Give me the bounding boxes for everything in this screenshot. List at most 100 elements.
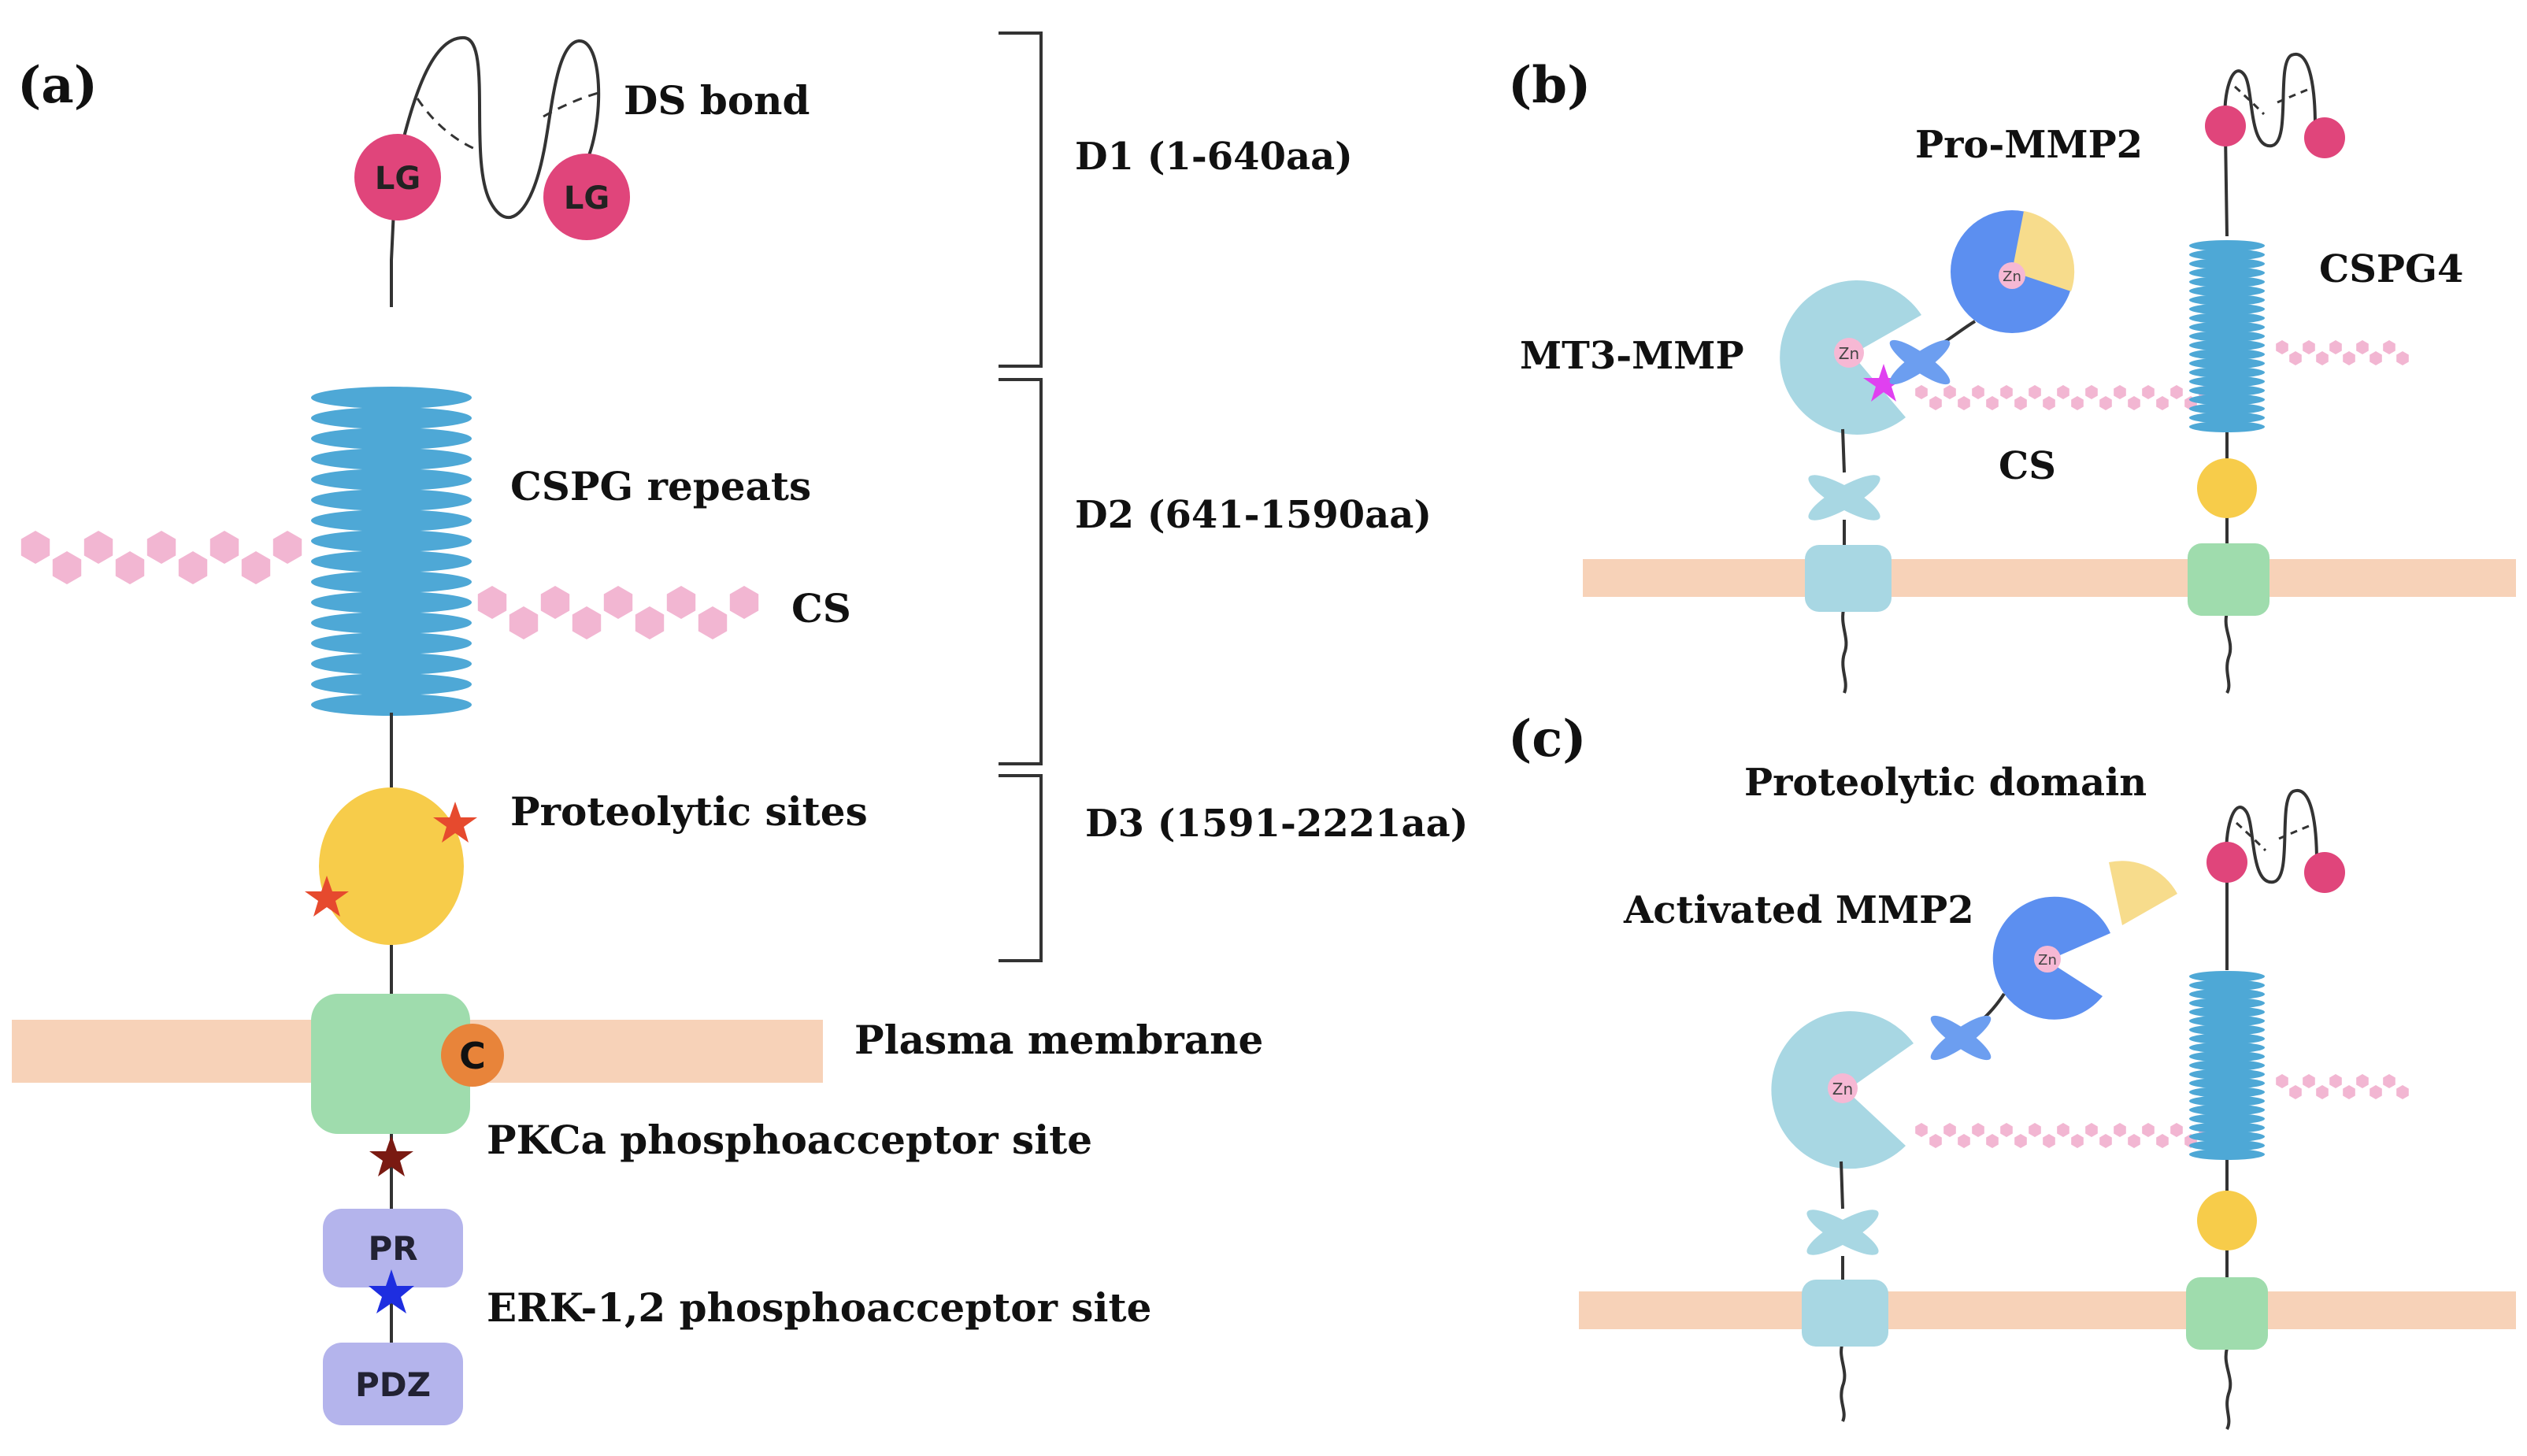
cs-chain-c-right [2276,1074,2409,1099]
cs-hexagon [2114,385,2126,399]
cspg-repeat [2189,249,2265,261]
cs-hexagon [1943,385,1956,399]
cs-hexagon [2029,385,2041,399]
cs-hexagon [2316,351,2329,365]
pro-mmp2-prodomain [2012,211,2075,291]
zn-act-c-label: Zn [2038,952,2057,969]
cspg-repeats-label: CSPG repeats [510,463,811,509]
cspg-repeat [2189,980,2265,991]
cs-hexagon [2057,1123,2069,1137]
cs-label-a: CS [791,585,851,632]
cs-hexagon [2289,1085,2302,1099]
zn-mt3-b [1834,338,1864,368]
cspg-repeat [2189,285,2265,297]
domain-brackets [999,31,1043,962]
cspg-repeat [2189,412,2265,424]
cspg-repeat [2189,1149,2265,1160]
released-prodomain [2109,861,2177,925]
cspg-repeat [2189,1086,2265,1098]
cs-hexagon [2142,1123,2155,1137]
zn-pro-b-label: Zn [2003,269,2021,285]
cs-hexagon [2303,340,2315,354]
cs-hexagon [2343,1085,2355,1099]
lg-b-left [2205,106,2246,146]
cspg-repeat [2189,988,2265,1000]
cspg-repeat [2189,339,2265,351]
cs-hexagon [2303,1074,2315,1088]
cs-hexagon [2029,1123,2041,1137]
pro-mmp2-label: Pro-MMP2 [1915,123,2143,167]
cs-chain-left [20,531,302,584]
cs-hexagon [2356,340,2369,354]
pkca-site-label: PKCa phosphoacceptor site [487,1117,1092,1163]
cs-hexagon [698,606,728,639]
cs-hexagon [2000,1123,2013,1137]
proteolytic-sites-label: Proteolytic sites [510,788,868,835]
cspg-repeat [2189,331,2265,342]
pkca-site-star [369,1136,413,1176]
cs-hexagon [2014,1134,2027,1148]
lg-label-right: LG [564,180,610,217]
cs-hexagon [2383,1074,2395,1088]
cs-hexagon [2170,385,2183,399]
cs-hexagon [2085,1123,2098,1137]
mmp2-hemopexin-c [1930,1015,1992,1061]
lg-domain-right [543,154,630,240]
cspg-repeats-stack [311,387,472,716]
proteolytic-site-star-1 [433,802,477,843]
cspg4-label: CSPG4 [2319,247,2463,291]
cspg-repeat [2189,1050,2265,1062]
cs-hexagon [2071,396,2084,410]
cspg-repeat [2189,971,2265,982]
cs-hexagon [2276,340,2288,354]
cs-hexagon [2396,351,2409,365]
cs-hexagon [2276,1074,2288,1088]
cspg-repeat [2189,367,2265,378]
cs-hexagon [2099,396,2112,410]
ds-loop [390,35,601,307]
panel-a-label: (a) [17,56,98,115]
cspg-repeat [2189,1024,2265,1036]
cspg4-repeats-b [2189,240,2265,432]
proteolytic-domain-a [319,787,464,945]
c-site-label: C [459,1035,486,1077]
bracket-d1 [999,31,1043,368]
cs-hexagon [2383,340,2395,354]
pdz-domain [323,1343,463,1425]
cs-chain-right [477,586,759,639]
cs-hexagon [1915,1123,1928,1137]
cspg-repeat [2189,385,2265,396]
cs-hexagon [2099,1134,2112,1148]
cspg-repeat [2189,1042,2265,1054]
cspg-repeat [2189,1060,2265,1071]
cs-label-b: CS [1999,444,2056,488]
cspg-repeat [2189,276,2265,287]
cs-hexagon [2085,385,2098,399]
erk-site-star [369,1269,414,1313]
cs-hexagon [2156,396,2169,410]
erk-site-label: ERK-1,2 phosphoacceptor site [487,1284,1151,1331]
cspg-repeat [2189,1122,2265,1134]
cspg-repeat [2189,394,2265,406]
membrane-b [1583,559,2516,597]
cs-hexagon [2043,1134,2055,1148]
cspg-repeat [2189,403,2265,414]
lg-c-right [2304,852,2345,893]
pr-domain [323,1209,463,1287]
proteolytic-domain-label: Proteolytic domain [1744,761,2147,805]
proteolytic-domain-c [2197,1191,2257,1250]
cs-hexagon [572,606,602,639]
cs-hexagon [2000,385,2013,399]
cs-hexagon [635,606,665,639]
lg-b-right [2304,117,2345,158]
plasma-membrane-label: Plasma membrane [854,1017,1263,1063]
panel-b: (b) Zn MT3-MMP Zn Pro-MMP2 [1508,52,2516,695]
zn-act-c [2034,946,2061,973]
panel-b-label: (b) [1508,56,1591,115]
cs-hexagon [1915,385,1928,399]
cs-hexagon [178,551,208,584]
cs-hexagon [2170,1123,2183,1137]
cspg-repeat [2189,349,2265,360]
membrane-c [1579,1291,2516,1329]
cs-hexagon [2057,385,2069,399]
